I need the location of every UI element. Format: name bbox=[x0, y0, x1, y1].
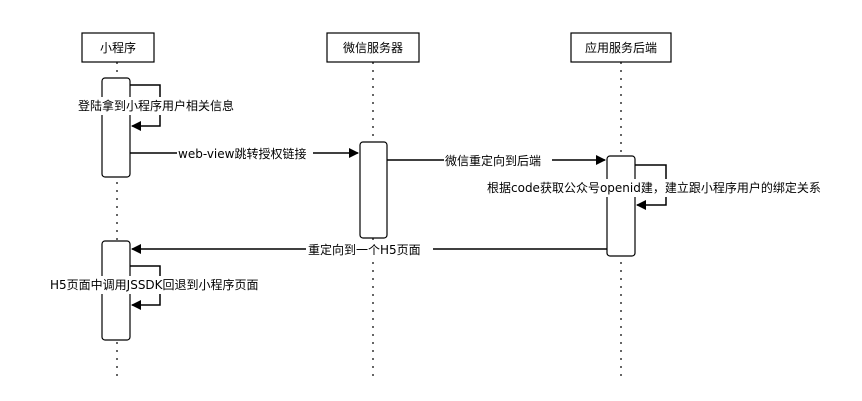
message-label-m1: 登陆拿到小程序用户相关信息 bbox=[78, 98, 234, 113]
participant-wechat-label: 微信服务器 bbox=[343, 40, 403, 55]
participant-mini-label: 小程序 bbox=[100, 40, 136, 55]
message-label-m2: web-view跳转授权链接 bbox=[178, 146, 306, 161]
message-label-m3: 微信重定向到后端 bbox=[445, 153, 541, 168]
participant-mini: 小程序 bbox=[81, 32, 155, 63]
activation-mini-1 bbox=[101, 77, 131, 178]
participant-backend-label: 应用服务后端 bbox=[585, 40, 657, 55]
message-label-m5: 重定向到一个H5页面 bbox=[308, 242, 421, 257]
participant-backend: 应用服务后端 bbox=[570, 32, 672, 63]
activation-wechat-1 bbox=[359, 141, 388, 239]
message-label-m4: 根据code获取公众号openid建，建立跟小程序用户的绑定关系 bbox=[487, 180, 821, 195]
participant-wechat: 微信服务器 bbox=[326, 32, 420, 63]
message-label-m6: H5页面中调用JSSDK回退到小程序页面 bbox=[50, 277, 259, 292]
activation-backend-1 bbox=[606, 155, 636, 257]
